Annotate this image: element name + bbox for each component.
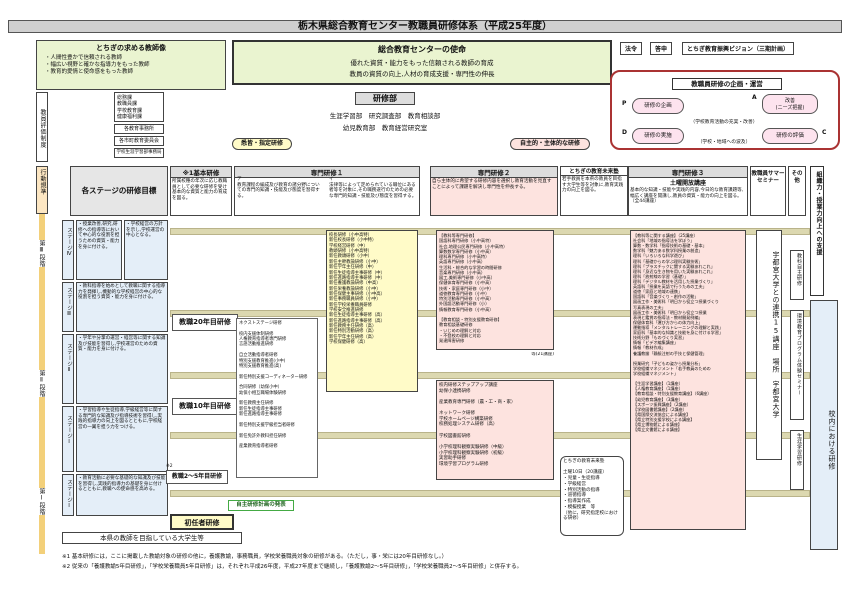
ideal-teacher-items: ・人間性豊かで信頼される教師 ・幅広い視野と確かな指導力をもった教師 ・教育的愛…: [45, 55, 150, 75]
other-header: その他: [788, 166, 806, 216]
org-school: 学校生涯学習部事務局: [114, 148, 164, 158]
cycle-middle: （学校教育活動の充実・改善）: [690, 120, 758, 125]
doyo-course-list: 【教科等に関する講座】（25講座） 社会科「地域の指導法を学ぼう」 算数・数学科…: [630, 230, 746, 530]
flow-arrow: [170, 372, 810, 379]
cycle-bottom: （学校・地域への波及）: [697, 140, 751, 145]
footnote-2: ※2 従来の「養護教諭5年目研修」，「学校栄養職員5年目研修」は，それぞれ平成2…: [62, 564, 523, 570]
stage-iii-label: ステージⅢ: [62, 282, 74, 332]
stage-ii-goal: ・学年や分掌の運営・経営等に関する知識及び技能を習得し,学校運営のための資質・能…: [76, 334, 168, 404]
org-office: 各教育事務所: [114, 124, 164, 134]
note2-marker: ※2: [166, 464, 173, 469]
university-students: 本県の教師を目指している大学生等: [62, 532, 242, 544]
summer-header: 教職員サマーセミナー: [750, 166, 786, 216]
cycle-box: 教職員研修の企画・運営 研修の企画 改善 (ニーズ把握) 研修の実施 研修の評価…: [610, 70, 840, 150]
mission-line-1: 優れた資質・能力をもった信頼される教師の育成: [350, 59, 494, 67]
support-label: 組織力・授業力向上への支援: [810, 166, 824, 296]
lv2-5-training: 教職2～5年目研修: [166, 470, 228, 484]
mirai-course-list: とちぎの教育未来塾 土曜10日（20講座） ・児童・生徒指導 ・学級経営 ・特別…: [560, 456, 624, 536]
cycle-p: P: [622, 100, 627, 107]
sen2-subject-list: 【教科等専門研修】 国語科専門研修（小中高特） 社会,地理公民専門研修（小中高特…: [436, 230, 554, 350]
stage-iv-goal: ・授業改善,研究,研修への指導等において中心的な役割を担うための資質・能力を身に…: [76, 220, 122, 280]
cycle-do: 研修の実施: [632, 128, 684, 144]
other-self: 教科自主研修: [790, 250, 804, 300]
cycle-c: C: [822, 129, 827, 136]
flow-arrow: [170, 490, 810, 497]
sen2-desc: 自ら主体的に希望する研修内容を選択し教育活動を見直すことによって課題を解決し専門…: [432, 179, 552, 190]
other-env: 環境教育プログラム体験セミナー: [790, 310, 804, 420]
cycle-a: A: [752, 94, 757, 101]
sen3-header: 専門研修３: [629, 167, 747, 178]
stage-iv-label: ステージⅣ: [62, 220, 74, 280]
goal-header: 各ステージの研修目標: [70, 166, 168, 216]
cycle-improve: 改善 (ニーズ把握): [762, 94, 818, 114]
sen1b-desc: イ 法律等によって定められている職位にある者等を対象に,その職務遂行のための必要…: [329, 177, 417, 200]
stage-i-label: ステージⅠ: [62, 406, 74, 472]
self-plan-presentation: 自主研修計画の発表: [228, 500, 294, 511]
sen1-header: 専門研修１: [235, 167, 419, 178]
evaluation-label: 教員評価制度: [36, 92, 48, 162]
sen1-header-box: 専門研修１ ア 教育課程の編成及び教育の諸分野についての専門的知識・技能及び態度…: [234, 166, 420, 216]
summer-course-list: 宇都宮大学との連携15講座 場所 宇都宮大学: [756, 230, 782, 460]
sen2-header-box: 専門研修２ 自ら主体的に希望する研修内容を選択し教育活動を見直すことによって課題…: [430, 166, 558, 216]
sen1b-course-list: 校長研修（小中高特） 新任校長研修（小中特） 学校経営研修（中） 教頭研修（小中…: [326, 230, 418, 392]
stage3-label: 第Ⅲ段階: [37, 240, 46, 267]
law-bar: 法令 答申 とちぎ教育振興ビジョン（三期計画）: [620, 42, 838, 56]
action-plan-label: 行動規準: [36, 166, 48, 214]
cycle-d: D: [622, 129, 627, 136]
sen2-count: 等(21講座): [436, 352, 554, 366]
sen2-header: 専門研修２: [431, 167, 557, 178]
dept-line-2: 幼児教育部 教育経営研究室: [342, 124, 428, 132]
stage2-label: 第Ⅱ段階: [37, 370, 46, 397]
mirai-header: とちぎの教育未来塾: [561, 167, 627, 176]
cycle-heading: 教職員研修の企画・運営: [672, 78, 782, 90]
kihon-desc: 所属校種の年次に応じ教職員として必要な研修を受け基本的な資質と能力の育成を図る。: [172, 179, 228, 202]
sen2-practice-list: 校内研修ステップアップ講座 幼保小連携研修 産業教育専門研修（農・工・商・家） …: [436, 380, 554, 480]
vision-label: とちぎ教育振興ビジョン（三期計画）: [682, 42, 795, 55]
dept-heading: 研修部: [355, 92, 415, 105]
law-label: 法令: [620, 42, 643, 55]
ideal-teacher-box: とちぎの求める教師像 ・人間性豊かで信頼される教師 ・幅広い視野と確かな指導力を…: [36, 40, 226, 90]
stage-iv-goal-2: ・学校経営の方針を示し,学校運営の中心となる。: [124, 220, 168, 280]
dept-line-1: 生涯学習部 研究調査部 教育相談部: [329, 112, 441, 120]
mirai-header-box: とちぎの教育未来塾 若手教員を本県の教員を目指す大学生等を対象に,教育実践力の向…: [560, 166, 628, 216]
sen1a-course-list: ネクストステージ研修 校内支援体制研修 人権教育指導者専門研修 言語活動推進研修…: [236, 318, 318, 478]
page-title: 栃木県総合教育センター教職員研修体系（平成25年度）: [8, 20, 842, 33]
dept-box: 生涯学習部 研究調査部 教育相談部 幼児教育部 教育経営研究室: [285, 106, 485, 138]
kihon-header: ※1基本研修: [171, 167, 231, 178]
org-list: 総務課 教職員課 学校教育課 健康福利課: [114, 92, 164, 122]
mirai-desc: 若手教員を本県の教員を目指す大学生等を対象に,教育実践力の向上を図る。: [562, 177, 624, 194]
in-school-training: 校内における研修: [810, 300, 838, 550]
org-city: 各市町教育委員会: [114, 136, 164, 146]
cycle-plan: 研修の企画: [632, 98, 684, 114]
stage-ii-label: ステージⅡ: [62, 334, 74, 404]
lv20-training: 教職20年目研修: [172, 314, 238, 331]
mission-line-2: 教員の資質の向上,人材の育成支援・専門性の伸長: [349, 70, 495, 78]
kihon-header-box: ※1基本研修 所属校種の年次に応じ教職員として必要な研修を受け基本的な資質と能力…: [170, 166, 232, 216]
mandatory-category: 悉皆・指定研修: [232, 138, 292, 150]
stage1-label: 第Ⅰ段階: [37, 488, 46, 515]
stage-0-label: ステージⅠ: [62, 474, 74, 516]
stage-iii-goal: ・教科指導を始めとして教職に関する指導力を発揮し,機動的な学校経営の中心的な役割…: [76, 282, 168, 332]
report-label: 答申: [650, 42, 673, 55]
stage-0-goal: ・教育活動に必要な基礎的な知識及び技能を習得し,実践的指導力の基礎を身に付けると…: [76, 474, 168, 516]
mission-box: 総合教育センターの使命 優れた資質・能力をもった信頼される教師の育成 教員の資質…: [232, 40, 612, 85]
doyo-header-box: 専門研修３ 土曜開放講座 基本的な知識・技能や実践的内容,今日的な教育課題等,幅…: [628, 166, 748, 216]
footnote-1: ※1 基本研修には，ここに掲載した教諭対象の研修の他に，養護教諭，事務職員，学校…: [62, 554, 448, 560]
mission-heading: 総合教育センターの使命: [378, 45, 466, 54]
stage-i-goal: ・学習指導や生徒指導,学級経営等に関する専門的な知識及び指導技術を習得し,実践的…: [76, 406, 168, 472]
voluntary-category: 自主的・主体的な研修: [510, 138, 590, 150]
doyo-header: 土曜開放講座: [669, 180, 706, 187]
other-lifelong: 生涯学習研修: [790, 430, 804, 490]
lv10-training: 教職10年目研修: [172, 398, 238, 415]
first-year-training: 初任者研修: [170, 514, 234, 530]
ideal-teacher-heading: とちぎの求める教師像: [96, 44, 166, 52]
doyo-desc: 基本的な知識・技能や実践的内容,今日的な教育課題等,幅広く講座を開講し,教員の資…: [630, 188, 744, 205]
sen1a-desc: ア 教育課程の編成及び教育の諸分野についての専門的知識・技能及び態度を習得する。: [237, 177, 320, 200]
cycle-check: 研修の評価: [762, 128, 818, 144]
